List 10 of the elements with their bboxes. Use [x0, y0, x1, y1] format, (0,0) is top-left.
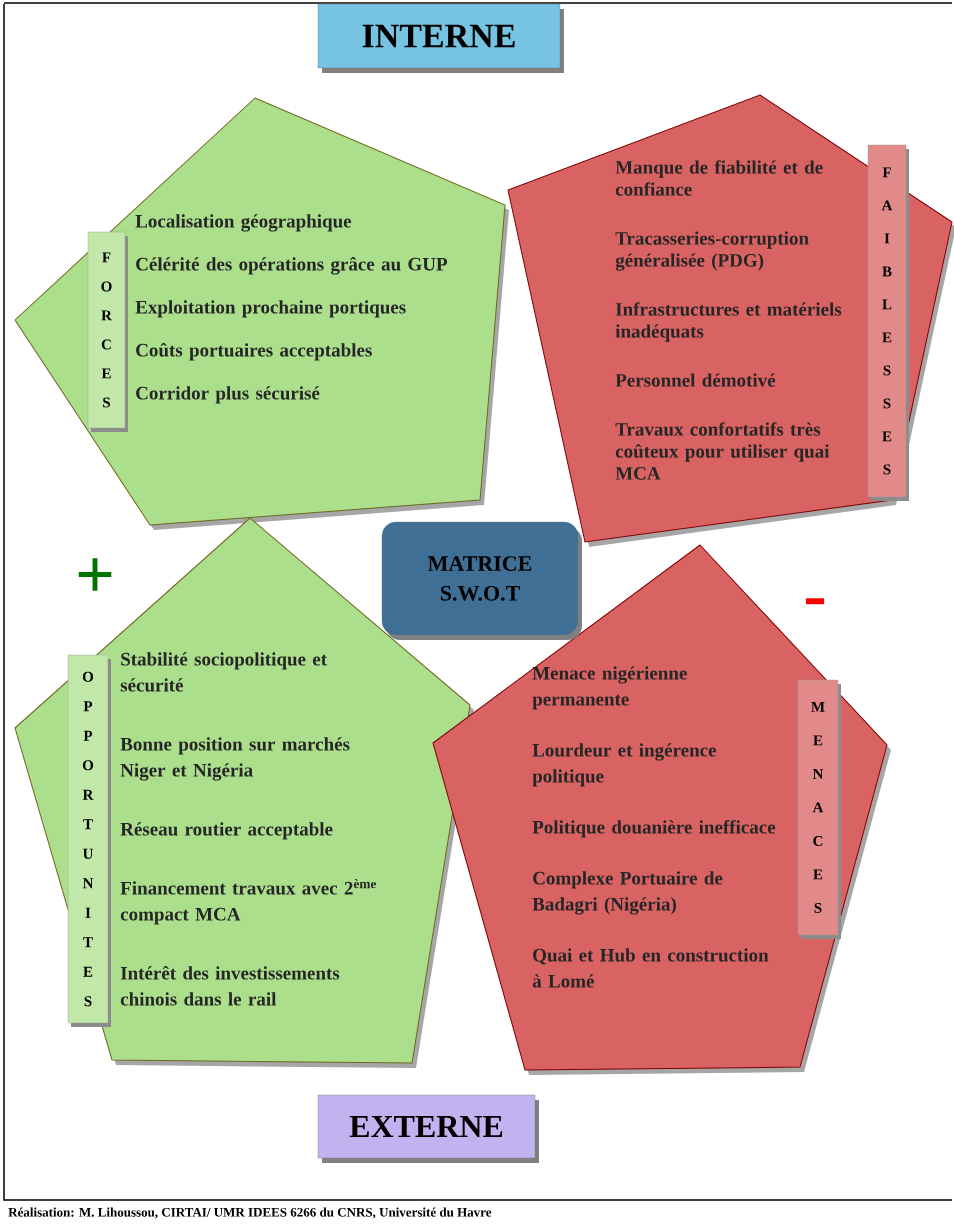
letter-column: OPPORTUNITES [67, 654, 111, 1027]
heading-box: INTERNE [317, 3, 564, 73]
letter-column: FAIBLESSES [867, 144, 909, 501]
center-box: MATRICE S.W.O.T [381, 521, 582, 640]
letter-column: FORCES [87, 231, 128, 432]
plus-sign: + [78, 558, 112, 591]
caption: Réalisation: M. Lihoussou, CIRTAI/ UMR IDEES 6266 du CNRS, Université du Havre [8, 1207, 492, 1219]
heading-box: EXTERNE [317, 1094, 539, 1163]
minus-sign: - [805, 598, 825, 605]
letter-column: MENACES [797, 679, 841, 939]
